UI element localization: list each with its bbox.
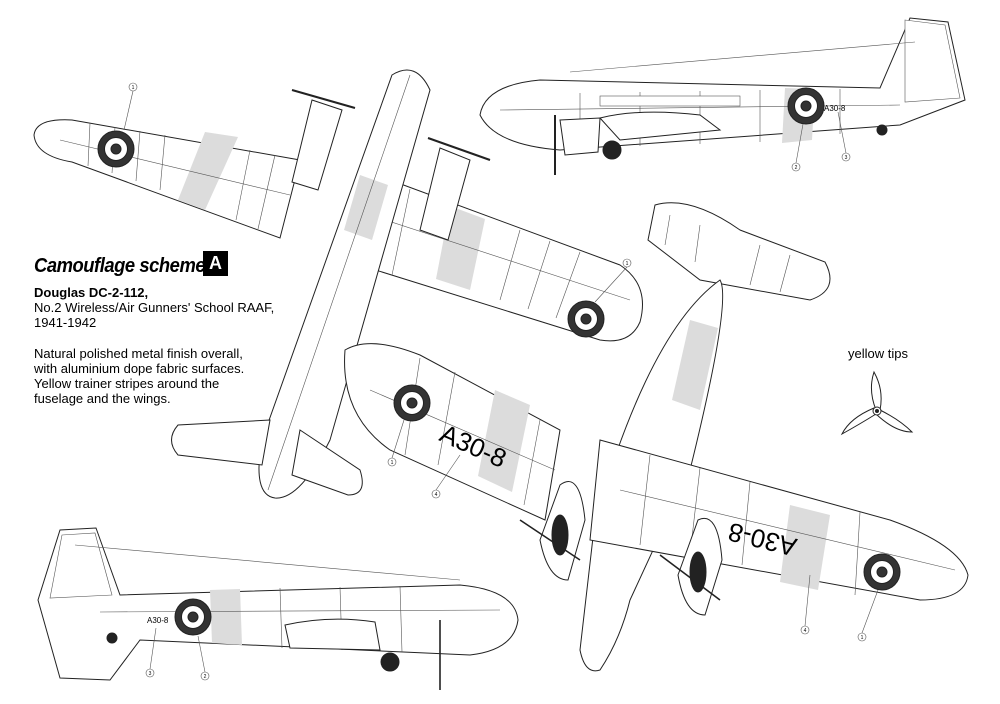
- side-view-lower: A30-8: [37, 527, 519, 690]
- callout-number: 1: [861, 635, 864, 641]
- unit-name: No.2 Wireless/Air Gunners' School RAAF,: [34, 300, 275, 315]
- service-years: 1941-1942: [34, 315, 97, 330]
- callout-number: 3: [845, 155, 848, 161]
- description-line: fuselage and the wings.: [34, 391, 171, 406]
- side-serial-lower: A30-8: [147, 616, 169, 625]
- side-view-upper: A30-8: [479, 17, 966, 175]
- callout-number: 1: [391, 460, 394, 466]
- callout-number: 3: [149, 671, 152, 677]
- side-serial-upper: A30-8: [824, 104, 846, 113]
- scheme-badge: A: [203, 251, 228, 276]
- propeller-note: yellow tips: [848, 346, 908, 361]
- callout-number: 4: [435, 492, 438, 498]
- top-view-aircraft: [33, 69, 643, 499]
- description-line: Yellow trainer stripes around the: [34, 376, 220, 391]
- bottom-view-aircraft: A30-8 A30-8: [344, 202, 969, 672]
- callout-number: 1: [626, 261, 629, 267]
- propeller-detail-icon: [840, 370, 914, 436]
- callout-number: 2: [795, 165, 798, 171]
- description-line: with aluminium dope fabric surfaces.: [34, 361, 245, 376]
- aircraft-model: Douglas DC-2-112,: [34, 285, 149, 300]
- description-line: Natural polished metal finish overall,: [34, 346, 243, 361]
- callout-number: 2: [204, 674, 207, 680]
- callout-number: 4: [804, 628, 807, 634]
- scheme-heading: Camouflage scheme: [34, 255, 206, 277]
- callout-number: 1: [132, 85, 135, 91]
